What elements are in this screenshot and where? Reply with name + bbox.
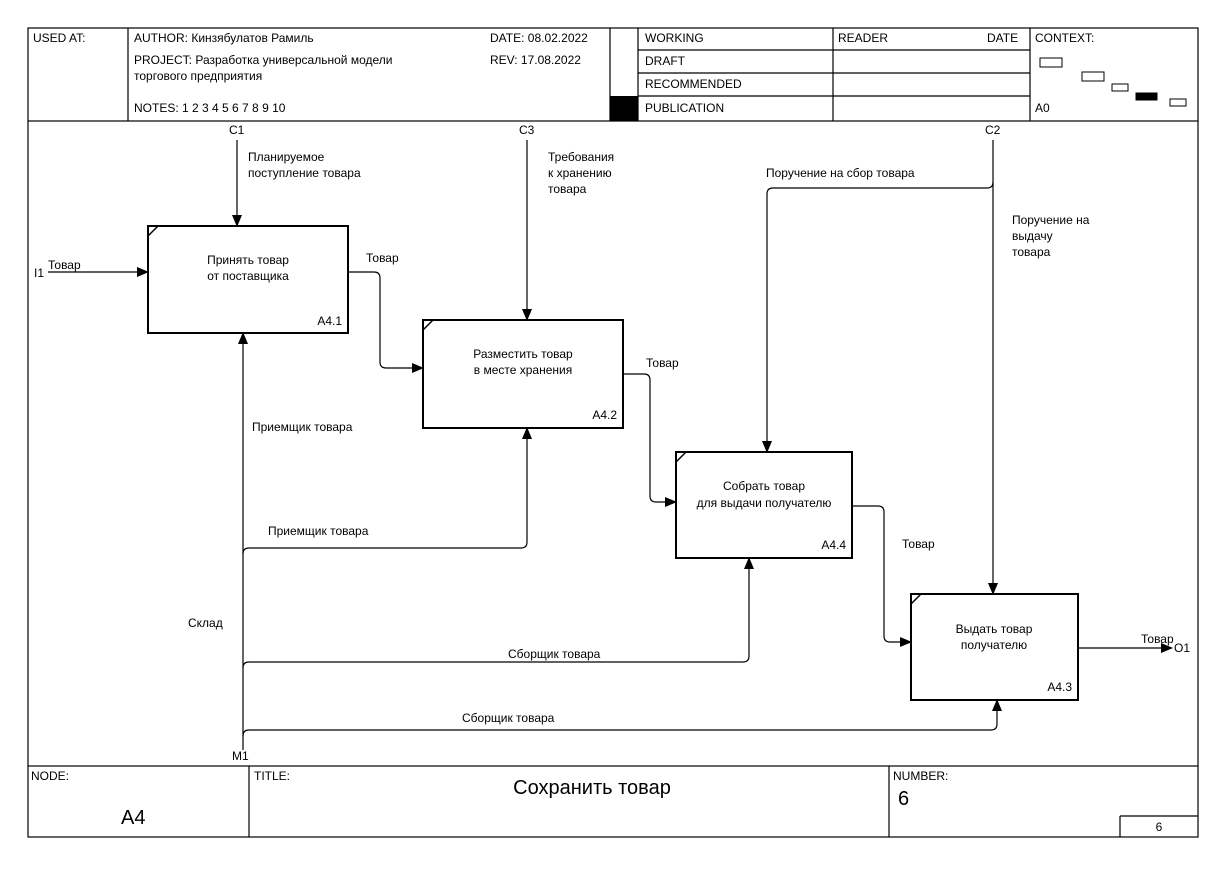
notes-text: NOTES: 1 2 3 4 5 6 7 8 9 10: [134, 101, 286, 115]
title-label: TITLE:: [254, 769, 290, 783]
label-picker-2: Сборщик товара: [462, 711, 555, 725]
label-picker-1: Сборщик товара: [508, 647, 601, 661]
label-c2-assemble: Поручение на сбор товара: [766, 166, 915, 180]
activity-box-a41[interactable]: Принять товар от поставщика A4.1: [147, 225, 349, 334]
arrow-mechanism-receiver-2: [242, 427, 532, 555]
reader-label: READER: [838, 31, 888, 45]
box-a42-label-1: Разместить товар: [473, 347, 573, 361]
label-c2-issue-line3: товара: [1012, 245, 1051, 259]
context-node: A0: [1035, 101, 1050, 115]
box-a43-label-1: Выдать товар: [956, 622, 1033, 636]
node-label: NODE:: [31, 769, 69, 783]
label-c3-line2: к хранению: [548, 166, 612, 180]
arrow-goods-4-3: [852, 505, 912, 647]
box-a41-number: A4.1: [317, 314, 342, 328]
box-a41-label-1: Принять товар: [207, 253, 289, 267]
label-c1-line2: поступление товара: [248, 166, 361, 180]
status-working: WORKING: [645, 31, 704, 45]
label-warehouse: Склад: [188, 616, 223, 630]
number-label: NUMBER:: [893, 769, 948, 783]
activity-box-a42[interactable]: Разместить товар в месте хранения A4.2: [422, 319, 624, 429]
box-a41-label-2: от поставщика: [207, 269, 289, 283]
tunnel-c1: C1: [229, 123, 245, 137]
activity-box-a44[interactable]: Собрать товар для выдачи получателю A4.4: [675, 451, 853, 559]
label-goods-2-4: Товар: [646, 356, 679, 370]
box-a43-number: A4.3: [1047, 680, 1072, 694]
project-text: PROJECT: Разработка универсальной модели: [134, 53, 392, 67]
tunnel-m1: M1: [232, 749, 249, 763]
publication-marker: [610, 96, 638, 121]
label-c1-line1: Планируемое: [248, 150, 325, 164]
box-a44-number: A4.4: [821, 538, 846, 552]
label-c2-issue-line2: выдачу: [1012, 229, 1053, 243]
label-goods-4-3: Товар: [902, 537, 935, 551]
tunnel-c3: C3: [519, 123, 535, 137]
node-value: A4: [121, 807, 145, 829]
footer-frame: [27, 765, 1199, 838]
context-label: CONTEXT:: [1035, 31, 1094, 45]
arrow-goods-1-2: [348, 271, 424, 373]
tunnel-o1: O1: [1174, 641, 1190, 655]
number-value: 6: [898, 788, 909, 810]
box-a42-label-2: в месте хранения: [474, 363, 572, 377]
label-receiver-1: Приемщик товара: [252, 420, 353, 434]
label-c3-line3: товара: [548, 182, 587, 196]
status-publication: PUBLICATION: [645, 101, 724, 115]
label-input-goods: Товар: [48, 258, 81, 272]
rev-text: REV: 17.08.2022: [490, 53, 581, 67]
date-text: DATE: 08.02.2022: [490, 31, 588, 45]
arrow-goods-2-4: [623, 373, 677, 507]
arrow-c2-assemble: [762, 181, 994, 453]
box-a44-label-2: для выдачи получателю: [697, 496, 832, 510]
arrow-mechanism-picker-1: [242, 557, 754, 669]
project-text-cont: торгового предприятия: [134, 69, 262, 83]
page-number: 6: [1156, 820, 1163, 834]
label-goods-1-2: Товар: [366, 251, 399, 265]
label-c2-issue-line1: Поручение на: [1012, 213, 1090, 227]
tunnel-c2: C2: [985, 123, 1001, 137]
box-a44-label-1: Собрать товар: [723, 479, 805, 493]
status-draft: DRAFT: [645, 54, 686, 68]
box-a42-number: A4.2: [592, 408, 617, 422]
used-at-label: USED AT:: [33, 31, 85, 45]
activity-box-a43[interactable]: Выдать товар получателю A4.3: [910, 593, 1079, 701]
arrows: [48, 140, 1173, 750]
reader-date-label: DATE: [987, 31, 1018, 45]
label-receiver-2: Приемщик товара: [268, 524, 369, 538]
author-text: AUTHOR: Кинзябулатов Рамиль: [134, 31, 314, 45]
tunnel-i1: I1: [34, 266, 44, 280]
box-a43-label-2: получателю: [961, 638, 1027, 652]
label-output-goods: Товар: [1141, 632, 1174, 646]
label-c3-line1: Требования: [548, 150, 614, 164]
arrow-mechanism-picker-2: [242, 699, 1002, 737]
context-thumbnail: [1039, 57, 1187, 107]
page-title: Сохранить товар: [513, 777, 671, 799]
status-recommended: RECOMMENDED: [645, 77, 742, 91]
header-frame: [27, 27, 1199, 122]
